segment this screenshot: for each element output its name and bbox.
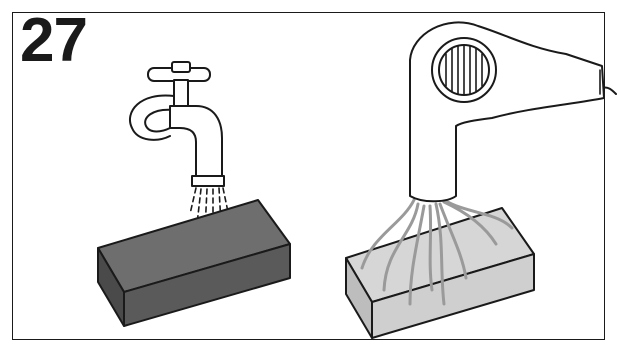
water-tap-icon: [130, 62, 224, 186]
wet-sponge-block-icon: [98, 200, 290, 326]
hair-dryer-icon: [410, 22, 616, 201]
